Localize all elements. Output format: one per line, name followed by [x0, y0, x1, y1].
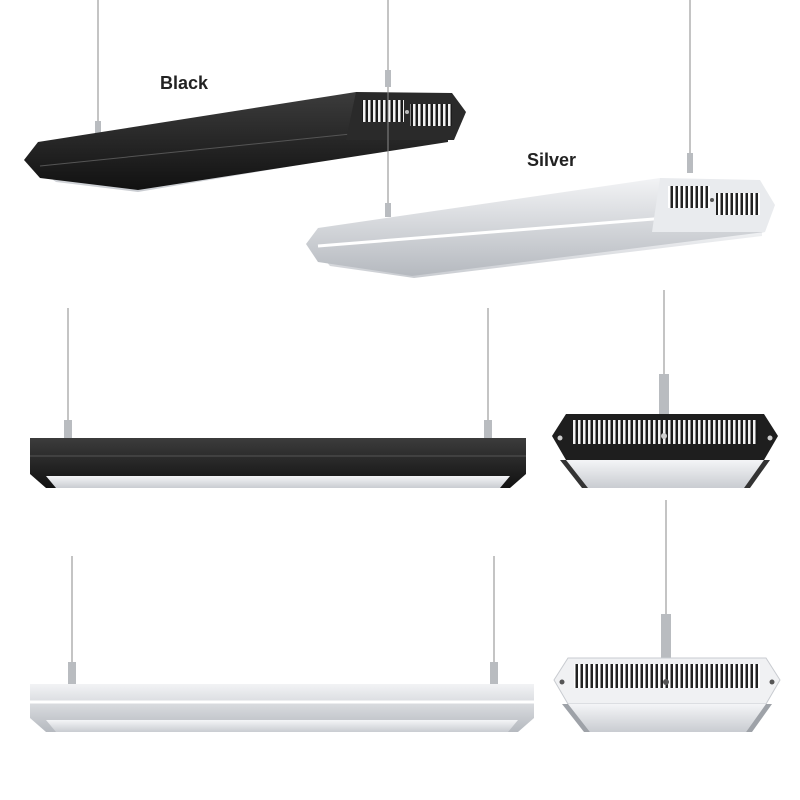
- heatsink-fins: [572, 420, 758, 444]
- cable-clip: [385, 203, 391, 217]
- heatsink-fins: [362, 100, 404, 122]
- cable-clip: [490, 662, 498, 684]
- silver-end-fixture: [553, 500, 781, 732]
- cable-clip: [68, 662, 76, 684]
- cable-clip: [385, 70, 391, 87]
- black-side-fixture: [30, 308, 526, 488]
- diffuser-panel: [566, 460, 764, 488]
- black-angled-fixture: [24, 0, 466, 192]
- diffuser-panel: [46, 720, 518, 732]
- heatsink-fins: [668, 186, 710, 208]
- cable-clip: [659, 374, 669, 414]
- fixture-body: [24, 92, 448, 190]
- silver-angled-fixture: [306, 0, 775, 278]
- heatsink-fins: [716, 193, 760, 215]
- diffuser-panel: [568, 704, 766, 732]
- silver-finish-label: Silver: [527, 150, 577, 170]
- black-finish-label: Black: [160, 73, 209, 93]
- silver-side-fixture: [30, 556, 534, 732]
- diffuser-panel: [46, 476, 510, 488]
- cable-clip: [95, 121, 101, 135]
- fixture-body: [30, 438, 526, 488]
- cable-clip: [687, 153, 693, 173]
- cable-clip: [484, 420, 492, 438]
- heatsink-fins: [410, 104, 452, 126]
- black-end-fixture: [552, 290, 778, 488]
- cable-clip: [64, 420, 72, 438]
- cable-clip: [661, 614, 671, 660]
